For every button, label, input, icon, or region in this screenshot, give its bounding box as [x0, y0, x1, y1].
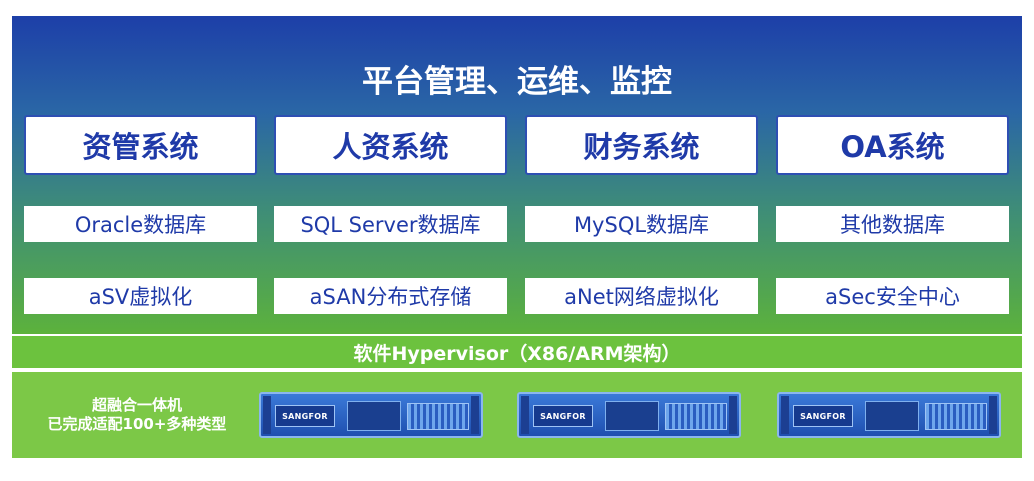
server-ear-icon: [521, 396, 529, 434]
server-appliance: SANGFOR: [517, 392, 741, 438]
server-appliance: SANGFOR: [777, 392, 1001, 438]
server-drive-bays-icon: [925, 403, 987, 430]
hardware-label: 超融合一体机 已完成适配100+多种类型: [22, 396, 252, 434]
database-box-sqlserver: SQL Server数据库: [274, 206, 507, 242]
hardware-panel: 超融合一体机 已完成适配100+多种类型 SANGFOR SANGFOR SAN…: [12, 372, 1022, 458]
server-panel-icon: [347, 401, 401, 431]
hypervisor-label: 软件Hypervisor（X86/ARM架构）: [353, 342, 681, 365]
server-brand-logo: SANGFOR: [793, 405, 853, 427]
database-box-oracle: Oracle数据库: [24, 206, 257, 242]
system-box-asset: 资管系统: [24, 115, 257, 175]
server-ear-icon: [471, 396, 479, 434]
virt-box-asan: aSAN分布式存储: [274, 278, 507, 314]
system-box-hr: 人资系统: [274, 115, 507, 175]
system-box-finance: 财务系统: [525, 115, 758, 175]
virt-box-anet: aNet网络虚拟化: [525, 278, 758, 314]
database-box-mysql: MySQL数据库: [525, 206, 758, 242]
hypervisor-bar: 软件Hypervisor（X86/ARM架构）: [12, 336, 1022, 368]
server-drive-bays-icon: [407, 403, 469, 430]
virt-box-asec: aSec安全中心: [776, 278, 1009, 314]
server-ear-icon: [729, 396, 737, 434]
platform-panel: 平台管理、运维、监控 资管系统 人资系统 财务系统 OA系统 Oracle数据库…: [12, 16, 1022, 334]
system-box-oa: OA系统: [776, 115, 1009, 175]
database-box-other: 其他数据库: [776, 206, 1009, 242]
server-drive-bays-icon: [665, 403, 727, 430]
server-brand-logo: SANGFOR: [275, 405, 335, 427]
server-ear-icon: [989, 396, 997, 434]
server-panel-icon: [865, 401, 919, 431]
hardware-label-line2: 已完成适配100+多种类型: [47, 415, 227, 433]
server-ear-icon: [263, 396, 271, 434]
platform-title: 平台管理、运维、监控: [362, 64, 672, 100]
server-ear-icon: [781, 396, 789, 434]
virt-box-asv: aSV虚拟化: [24, 278, 257, 314]
server-brand-logo: SANGFOR: [533, 405, 593, 427]
hardware-label-line1: 超融合一体机: [91, 396, 182, 414]
server-panel-icon: [605, 401, 659, 431]
server-appliance: SANGFOR: [259, 392, 483, 438]
